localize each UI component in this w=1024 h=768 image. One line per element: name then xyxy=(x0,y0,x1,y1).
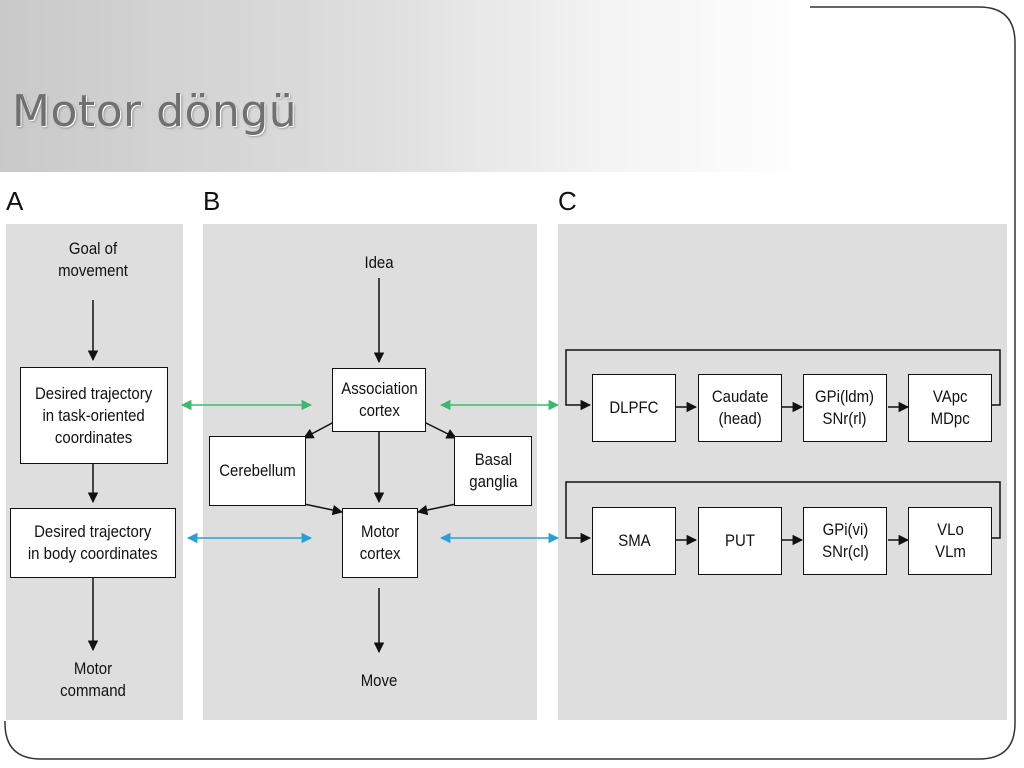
body-trajectory-box: Desired trajectory in body coordinates xyxy=(10,508,176,578)
slide-frame xyxy=(4,6,1016,760)
panel-c xyxy=(558,224,1007,720)
loop1-box-gpi-snr: GPi(ldm) SNr(rl) xyxy=(803,374,887,442)
move-label: Move xyxy=(360,671,398,690)
arrow-basal-to-motor xyxy=(416,503,457,516)
loop1-label-caudate: Caudate (head) xyxy=(711,387,769,428)
loop1-box-thalamus: VApc MDpc xyxy=(908,374,992,442)
task-trajectory-label: Desired trajectory in task-oriented coor… xyxy=(35,383,153,447)
loop2-label-put: PUT xyxy=(725,531,755,550)
association-cortex-label: Association cortex xyxy=(340,379,418,420)
arrow-association-to-basal xyxy=(423,421,457,439)
arrow-cerebellum-to-motor xyxy=(303,503,344,516)
loop1-label-thalamus: VApc MDpc xyxy=(930,387,970,428)
loop2-box-sma: SMA xyxy=(592,507,676,575)
loop2-box-put: PUT xyxy=(698,507,782,575)
basal-ganglia-label: Basal ganglia xyxy=(468,450,518,491)
task-trajectory-box: Desired trajectory in task-oriented coor… xyxy=(20,367,168,464)
panel-a-label: A xyxy=(6,186,24,216)
loop1-box-caudate: Caudate (head) xyxy=(698,374,782,442)
loop1-label-dlpfc: DLPFC xyxy=(609,398,659,417)
loop2-box-gpi-snr: GPi(vi) SNr(cl) xyxy=(803,507,887,575)
loop1-label-gpi-snr: GPi(ldm) SNr(rl) xyxy=(815,387,875,428)
arrow-association-to-cerebellum xyxy=(303,421,335,439)
loop2-label-thalamus: VLo VLm xyxy=(934,520,966,561)
motor-cortex-label: Motor cortex xyxy=(359,522,401,563)
goal-of-movement-label: Goal of movement xyxy=(58,239,128,280)
title-band xyxy=(0,0,820,172)
cerebellum-box: Cerebellum xyxy=(209,436,306,506)
body-trajectory-label: Desired trajectory in body coordinates xyxy=(28,522,158,563)
motor-cortex-box: Motor cortex xyxy=(342,508,418,578)
slide-title: Motor döngü xyxy=(12,86,298,137)
loop2-label-gpi-snr: GPi(vi) SNr(cl) xyxy=(821,520,869,561)
motor-command-label: Motor command xyxy=(60,659,126,700)
panel-b-label: B xyxy=(203,186,221,216)
basal-ganglia-box: Basal ganglia xyxy=(454,436,532,506)
panel-c-label: C xyxy=(558,186,577,216)
panel-a xyxy=(6,224,183,720)
loop1-feedback xyxy=(565,349,1001,411)
loop2-label-sma: SMA xyxy=(617,531,651,550)
loop2-box-thalamus: VLo VLm xyxy=(908,507,992,575)
idea-label: Idea xyxy=(364,253,394,272)
loop1-box-dlpfc: DLPFC xyxy=(592,374,676,442)
loop2-feedback xyxy=(565,481,1001,544)
association-cortex-box: Association cortex xyxy=(332,368,426,432)
cerebellum-label: Cerebellum xyxy=(219,461,296,480)
